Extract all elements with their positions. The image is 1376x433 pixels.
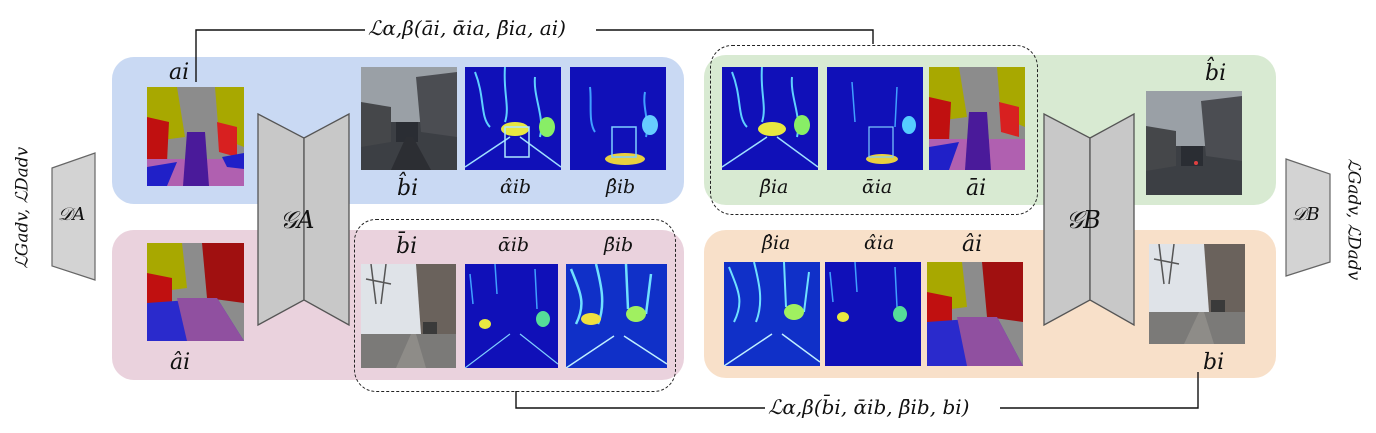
discriminator-a-loss-label: ℒGadv, ℒDadv	[12, 146, 33, 269]
segmentation-image-a	[147, 87, 244, 186]
label-hat-a-i-right: âi	[962, 232, 983, 257]
heatmap-hat-beta-a	[724, 262, 820, 366]
heatmap-bar-alpha-b	[465, 264, 558, 368]
label-hat-b-i-right: b̂i	[1205, 61, 1227, 86]
loss-top-connector	[195, 29, 365, 82]
heatmap-hat-alpha-a	[825, 262, 921, 366]
loss-bottom-connector-right	[1000, 372, 1199, 409]
loss-top-label: ℒα,β(āi, ᾱia, β̄ia, ai)	[368, 16, 566, 40]
label-bar-alpha-a: ᾱia	[862, 176, 893, 198]
label-a-i: ai	[169, 60, 190, 85]
loss-top-connector-right	[596, 29, 874, 44]
discriminator-a-label: 𝒟A	[58, 204, 86, 225]
loss-bottom-connector	[515, 391, 765, 409]
heatmap-hat-beta-b	[570, 67, 666, 170]
photo-bar-b	[361, 264, 456, 368]
label-hat-beta-b: β̂ib	[606, 176, 636, 198]
label-b-i: bi	[1203, 350, 1225, 375]
photo-b	[1149, 244, 1245, 344]
label-hat-b-i-top: b̂i	[397, 176, 419, 201]
heatmap-bar-alpha-a	[827, 67, 923, 170]
discriminator-b-loss-label: ℒGadv, ℒDadv	[1343, 158, 1364, 281]
heatmap-bar-beta-a	[722, 67, 818, 170]
heatmap-hat-alpha-b	[465, 67, 561, 170]
loss-bottom-label: ℒα,β(b̄i, ᾱib, β̄ib, bi)	[768, 395, 970, 419]
label-bar-a-i: āi	[966, 176, 987, 201]
photo-hat-b-top	[361, 67, 457, 170]
label-bar-beta-a: β̄ia	[760, 176, 789, 198]
dashed-group-bar-b	[354, 219, 676, 392]
generator-b-label: 𝒢B	[1066, 206, 1101, 234]
dashed-group-bar-a	[710, 45, 1038, 215]
generator-a-label: 𝒢A	[280, 206, 315, 234]
discriminator-b-label: 𝒟B	[1292, 204, 1320, 225]
generator-a-decoder	[303, 112, 350, 327]
label-hat-a-i-left: âi	[170, 350, 191, 375]
photo-hat-b-right	[1146, 91, 1242, 195]
generator-b-decoder	[1089, 112, 1135, 327]
label-hat-alpha-b: α̂ib	[500, 176, 532, 198]
segmentation-image-bar-a	[929, 67, 1025, 170]
label-bar-b-i: b̄i	[396, 234, 418, 259]
segmentation-image-a-hat-right	[927, 262, 1023, 366]
label-hat-beta-a: β̂ia	[762, 232, 791, 254]
discriminator-b-shape	[1285, 158, 1331, 277]
heatmap-bar-beta-b	[566, 264, 667, 368]
label-bar-beta-b: β̄ib	[604, 234, 634, 256]
segmentation-image-a-hat-left	[147, 243, 244, 341]
discriminator-a-shape	[51, 152, 96, 281]
label-bar-alpha-b: ᾱib	[498, 234, 530, 256]
label-hat-alpha-a: α̂ia	[864, 232, 895, 254]
